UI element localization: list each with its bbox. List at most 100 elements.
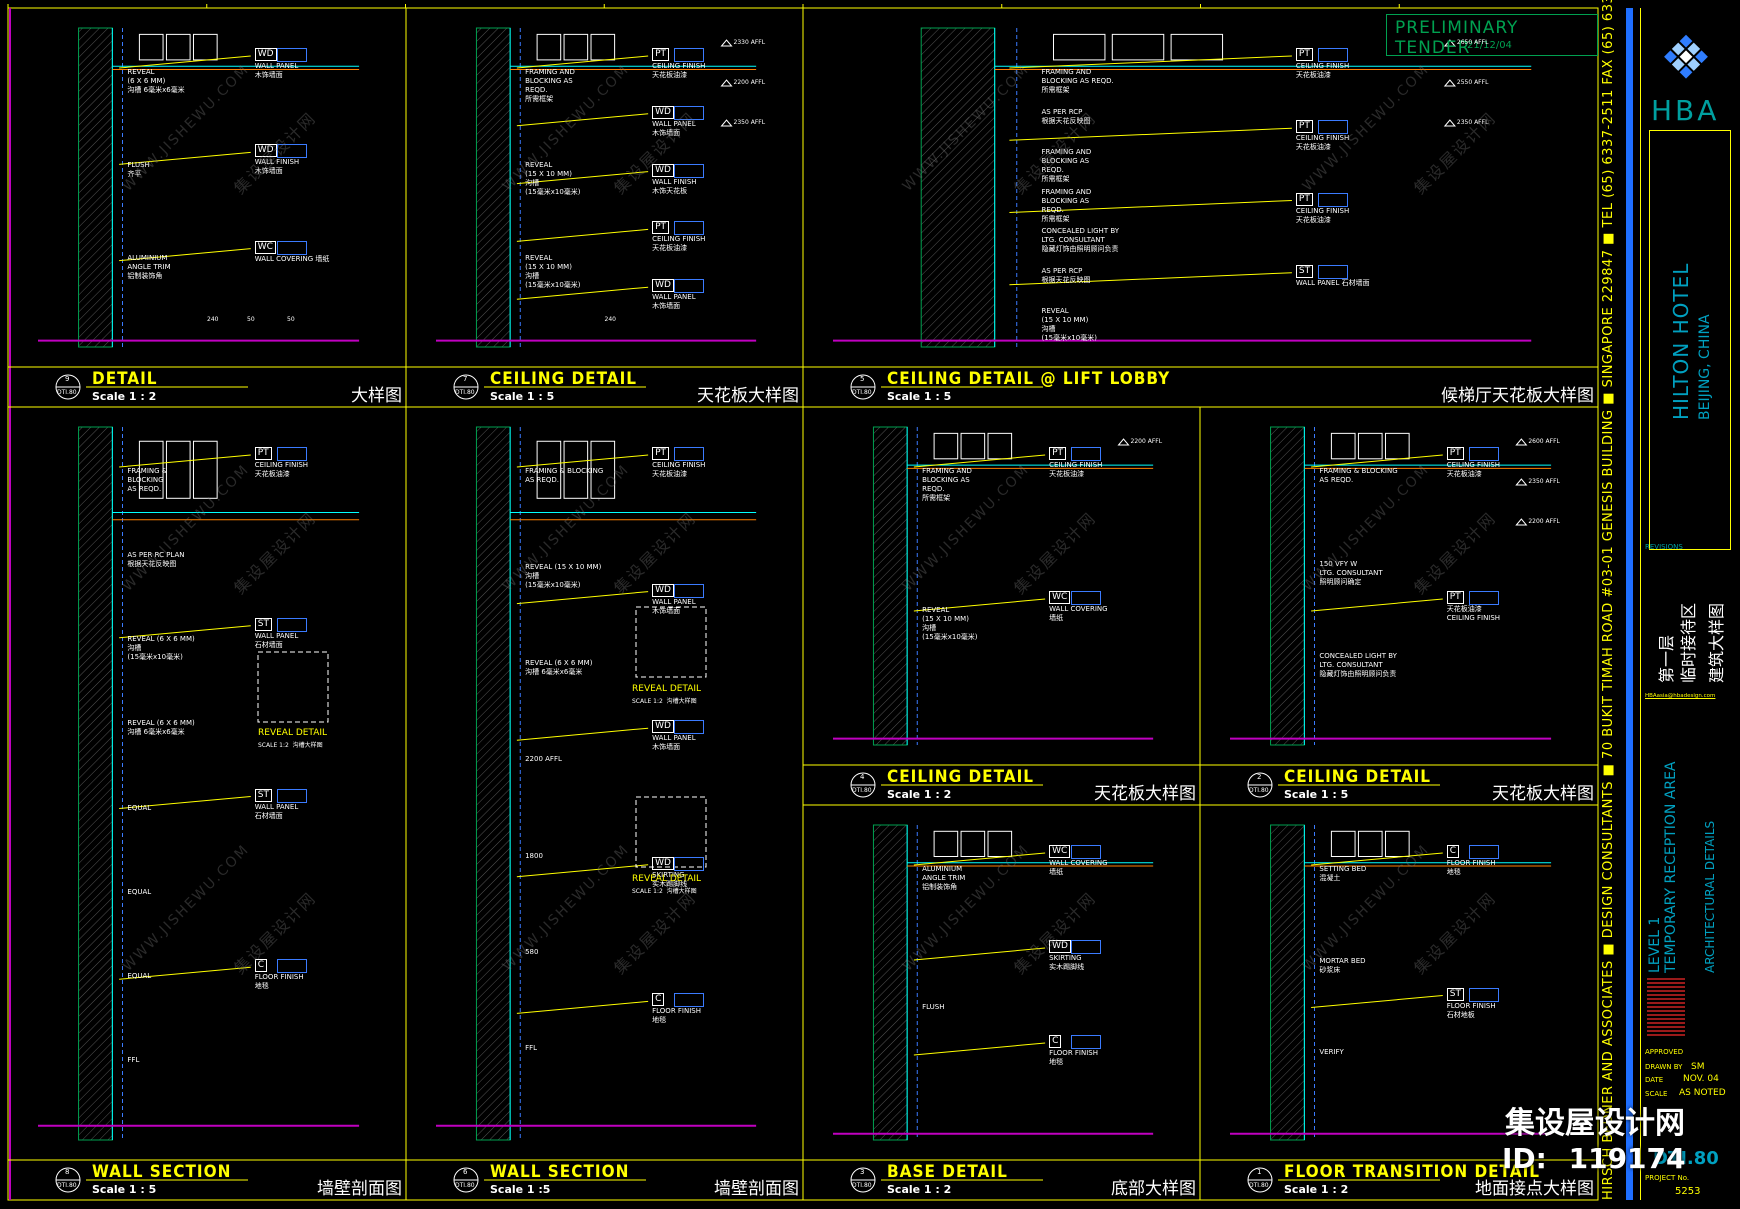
annotation-note: AS PER RC PLAN 根据天花反映图 <box>127 551 185 569</box>
material-tag: PT <box>1295 48 1313 61</box>
material-tag-code: WD <box>655 584 671 595</box>
material-tag-label: WALL FINISH 木饰天花板 <box>652 177 697 195</box>
panel-number: 2 <box>1257 773 1262 781</box>
material-tag-label: WALL PANEL 石材墙面 <box>254 802 299 820</box>
material-tag-box <box>674 163 705 178</box>
annotation-note: FFL <box>127 1055 140 1064</box>
leader-line <box>119 248 251 262</box>
material-tag-box <box>1071 845 1102 859</box>
annotation-note: REVEAL (15 X 10 MM) 沟槽 (15毫米x10毫米) <box>525 254 581 289</box>
material-tag-label: CEILING FINISH 天花板油漆 <box>652 461 706 478</box>
framing-block <box>192 33 218 61</box>
framing-block <box>1170 33 1224 61</box>
material-tag: ST <box>254 788 272 802</box>
leader-line <box>119 796 251 809</box>
material-tag-label: SKIRTING 实木踢脚线 <box>652 870 688 888</box>
leader-line <box>516 1000 649 1014</box>
material-tag: ST <box>254 617 272 631</box>
framing-block <box>1330 830 1356 857</box>
title-block: HBA HILTON HOTEL BEIJING, CHINA REVISION… <box>1640 8 1735 1200</box>
material-tag-label: CEILING FINISH 天花板油漆 <box>1295 206 1350 224</box>
annotation-note: ALUMINIUM ANGLE TRIM 铝制装饰角 <box>922 865 966 891</box>
material-tag: WD <box>652 856 674 870</box>
material-tag-code: C <box>1052 1036 1059 1046</box>
wall-hatch <box>475 426 511 1141</box>
material-tag-box <box>674 720 705 735</box>
material-tag-label: WALL PANEL 木饰墙面 <box>652 293 696 311</box>
material-tag-code: PT <box>655 448 667 458</box>
wall-hatch <box>78 426 113 1141</box>
material-tag-code: PT <box>655 49 667 59</box>
annotation-note: 1800 <box>525 851 543 860</box>
material-tag-label: WALL PANEL 木饰墙面 <box>254 62 299 79</box>
wall-hatch <box>1270 426 1305 746</box>
material-tag-label: WALL PANEL 木饰墙面 <box>652 119 696 137</box>
panel-title: CEILING DETAIL @ LIFT LOBBY <box>887 369 1171 389</box>
level-marker <box>1515 438 1528 446</box>
material-tag-label: CEILING FINISH 天花板油漆 <box>1295 62 1350 79</box>
material-tag-box <box>1317 264 1348 279</box>
panel-scale: Scale 1 : 5 <box>887 390 952 403</box>
framing-block <box>563 440 589 499</box>
leader-line <box>119 454 251 468</box>
panel-title-cn: 大样图 <box>351 386 402 406</box>
dimension-label: 50 <box>287 316 295 324</box>
annotation-note: FRAMING & BLOCKING AS REQD. <box>127 467 168 493</box>
framing-block <box>192 440 218 499</box>
annotation-note: AS PER RCP 根据天花反映图 <box>1041 107 1091 125</box>
material-tag-box <box>674 221 705 236</box>
panel-title-cn: 天花板大样图 <box>1094 784 1196 804</box>
level-label: 2200 AFFL <box>733 79 766 86</box>
material-tag: WC <box>1049 845 1071 858</box>
annotation-note: REVEAL (15 X 10 MM) 沟槽 (15毫米x10毫米) <box>525 563 602 590</box>
material-tag: PT <box>1295 120 1313 134</box>
annotation-note: EQUAL <box>127 971 152 980</box>
reveal-detail-title: REVEAL DETAIL <box>258 728 328 738</box>
leader-line <box>913 1042 1046 1056</box>
level-label: 2200 AFFL <box>1130 438 1163 445</box>
panel-scale: Scale 1 : 2 <box>92 390 157 403</box>
material-tag-box <box>674 279 705 294</box>
framing-block <box>590 33 616 61</box>
panel-title: CEILING DETAIL <box>1284 767 1431 787</box>
annotation-note: REVEAL (15 X 10 MM) 沟槽 (15毫米x10毫米) <box>1041 307 1097 343</box>
leader-line <box>516 727 649 741</box>
panel-sheet-ref: DTI.80 <box>852 1182 872 1189</box>
level-label: 2650 AFFL <box>1456 39 1489 46</box>
annotation-note: FRAMING & BLOCKING AS REQD. <box>1319 467 1398 484</box>
level-label: 2350 AFFL <box>1528 478 1560 485</box>
panel-sheet-ref: DTI.80 <box>852 389 872 396</box>
material-tag-code: PT <box>1052 448 1064 458</box>
material-tag-code: PT <box>1449 448 1461 458</box>
leader-line <box>516 454 649 468</box>
preliminary-stamp: PRELIMINARY TENDER 21/12/04 <box>1386 14 1598 58</box>
material-tag-code: PT <box>1449 592 1461 602</box>
panel-title: FLOOR TRANSITION DETAIL <box>1284 1162 1541 1182</box>
panel-number: 7 <box>463 375 468 383</box>
material-tag-code: C <box>1449 846 1457 856</box>
annotation-note: FRAMING AND BLOCKING AS REQD. 所需框架 <box>922 467 972 502</box>
leader-line <box>913 598 1046 612</box>
project-box <box>1649 130 1731 550</box>
leader-line <box>1311 454 1443 468</box>
material-tag-label: SKIRTING 实木踢脚线 <box>1049 954 1085 971</box>
material-tag-label: FLOOR FINISH 地毯 <box>1049 1049 1099 1066</box>
leader-line <box>516 591 649 605</box>
reveal-detail-scale: SCALE 1:2 沟槽大样图 <box>632 888 697 895</box>
annotation-note: CONCEALED LIGHT BY LTG. CONSULTANT 隐藏灯饰由… <box>1041 227 1120 254</box>
wall-hatch <box>872 824 908 1141</box>
panel-title: WALL SECTION <box>92 1162 232 1182</box>
level-label: 2350 AFFL <box>1456 119 1489 126</box>
panel-number: 8 <box>65 1168 70 1176</box>
panel-scale: Scale 1 :5 <box>490 1183 551 1196</box>
material-tag: WD <box>1049 940 1071 953</box>
panel-title: CEILING DETAIL <box>490 369 637 389</box>
material-tag-box <box>1468 591 1499 605</box>
sheet-number: DTI.80 <box>1653 1148 1719 1169</box>
panel-number: 5 <box>860 375 865 383</box>
leader-line <box>119 55 251 69</box>
framing-block <box>1357 432 1383 460</box>
annotation-note: FLUSH 齐平 <box>127 161 150 178</box>
leader-line <box>913 947 1046 961</box>
annotation-note: MORTAR BED 砂浆床 <box>1319 956 1366 974</box>
